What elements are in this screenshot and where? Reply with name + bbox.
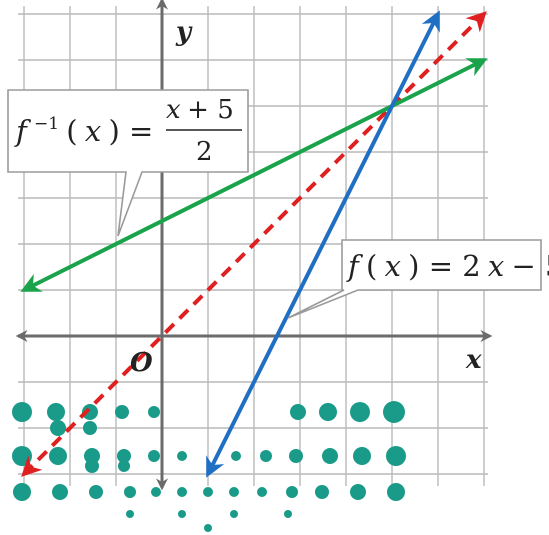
decorative-dot	[12, 446, 32, 466]
decorative-dot	[52, 484, 68, 500]
decorative-dot	[284, 510, 292, 518]
finv-callout: f −1 ( x ) = x + 5 2	[7, 89, 249, 237]
decorative-dot	[124, 486, 136, 498]
decorative-dot	[178, 510, 186, 518]
decorative-dot	[322, 448, 338, 464]
decorative-dot	[350, 484, 366, 500]
decorative-dot	[151, 487, 161, 497]
series-lines	[20, 10, 488, 478]
decorative-dot	[148, 406, 160, 418]
f-label: f ( x ) = 2 x − 5	[346, 249, 549, 283]
y-axis-label: y	[175, 17, 193, 47]
decorative-dot	[85, 459, 99, 473]
decorative-dot	[148, 450, 160, 462]
decorative-dot	[204, 524, 212, 532]
decorative-dot	[315, 485, 329, 499]
decorative-dot	[231, 451, 241, 461]
decorative-dot	[353, 447, 371, 465]
decorative-dot	[286, 486, 298, 498]
decorative-dot	[118, 460, 130, 472]
decorative-dot	[177, 451, 187, 461]
decorative-dot	[49, 447, 67, 465]
decorative-dot	[230, 510, 238, 518]
series-line-f	[206, 10, 440, 478]
finv-denominator: 2	[196, 137, 213, 167]
decorative-dot	[229, 487, 239, 497]
finv-numerator: x + 5	[166, 95, 234, 125]
decorative-dot	[386, 446, 406, 466]
decorative-dot	[350, 402, 370, 422]
decorative-dot	[13, 483, 31, 501]
decorative-dot	[383, 401, 405, 423]
decorative-dot	[89, 485, 103, 499]
decorative-dot	[126, 510, 134, 518]
decorative-dot	[319, 403, 337, 421]
decorative-dot	[83, 421, 97, 435]
decorative-dot	[290, 404, 306, 420]
origin-label: O	[130, 348, 153, 378]
decorative-dot	[177, 487, 187, 497]
decorative-dot	[47, 403, 65, 421]
decorative-dot	[115, 405, 129, 419]
decorative-dot	[257, 487, 267, 497]
finv-label: f −1 ( x ) =	[14, 104, 153, 148]
f-callout: f ( x ) = 2 x − 5	[287, 239, 549, 319]
decorative-dot	[203, 487, 213, 497]
decorative-dot	[387, 483, 405, 501]
decorative-dot	[12, 402, 32, 422]
decorative-dot	[50, 420, 66, 436]
decorative-dots	[12, 401, 406, 532]
x-axis-label: x	[465, 345, 482, 375]
decorative-dot	[260, 450, 272, 462]
decorative-dot	[289, 449, 303, 463]
